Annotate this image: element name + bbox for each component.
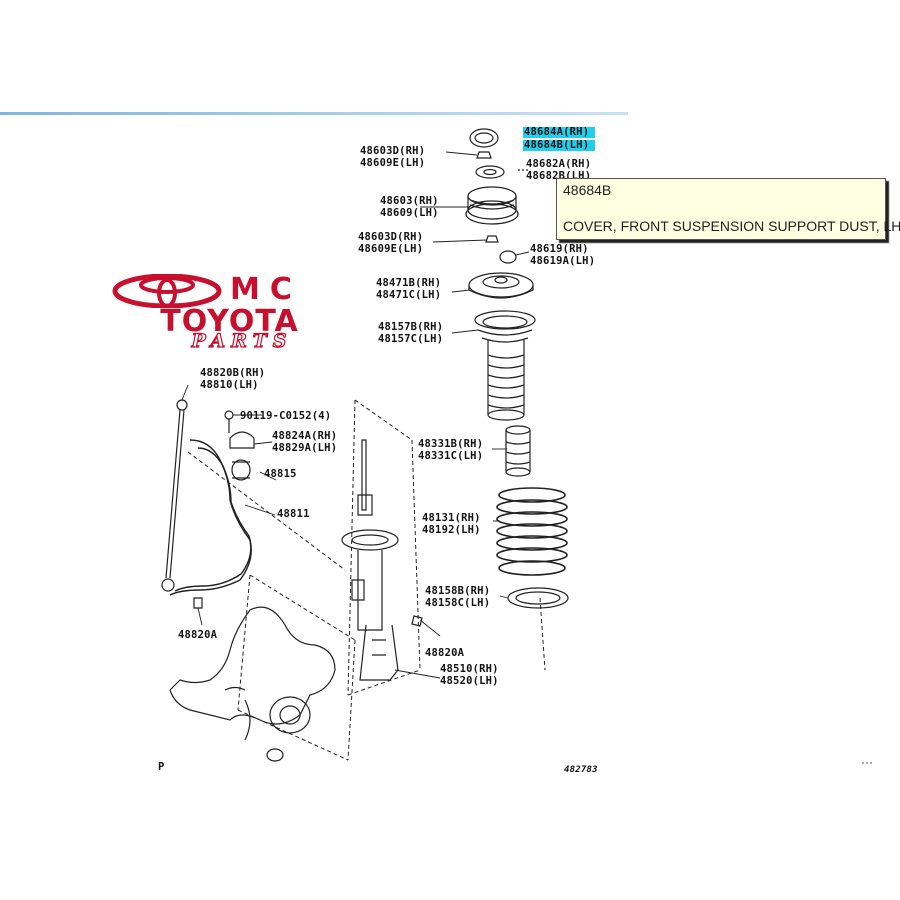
top-divider-line: [0, 112, 628, 115]
label-diagram-code: 482783: [564, 765, 598, 775]
logo-brand-text: TOYOTA: [160, 304, 299, 339]
label-90119[interactable]: 90119-C0152(4): [240, 410, 331, 422]
label-48820A-right[interactable]: 48820A: [425, 647, 465, 659]
tooltip-description: COVER, FRONT SUSPENSION SUPPORT DUST, LH: [563, 218, 900, 234]
label-48158C[interactable]: 48158C(LH): [425, 597, 490, 609]
label-48603[interactable]: 48603(RH): [380, 195, 439, 207]
stabilizer-link-part[interactable]: [161, 399, 188, 592]
steering-knuckle-part[interactable]: [169, 606, 336, 762]
label-48684B[interactable]: 48684B(LH): [524, 139, 589, 151]
label-48820B[interactable]: 48820B(RH): [200, 367, 265, 379]
stabilizer-bushing-part[interactable]: [231, 459, 251, 481]
label-48684A[interactable]: 48684A(RH): [524, 126, 589, 138]
bump-stopper-part[interactable]: [505, 425, 531, 477]
highlight-48684A: [523, 127, 595, 138]
stabilizer-bar-part[interactable]: [169, 439, 252, 596]
label-48811[interactable]: 48811: [277, 508, 310, 520]
label-48820A-left[interactable]: 48820A: [178, 629, 218, 641]
label-48157C[interactable]: 48157C(LH): [378, 333, 443, 345]
small-nut-part[interactable]: [485, 235, 499, 243]
nut-48820a-left-part[interactable]: [193, 597, 203, 609]
mc-toyota-parts-logo: MC TOYOTA PARTS: [112, 272, 347, 354]
label-48331B[interactable]: 48331B(RH): [418, 438, 483, 450]
dust-cover-part[interactable]: [469, 128, 499, 148]
bearing-part[interactable]: [468, 272, 534, 299]
bushing-48619-part[interactable]: [499, 250, 517, 264]
label-48603D-a[interactable]: 48603D(RH): [360, 145, 425, 157]
coil-spring-part[interactable]: [496, 487, 568, 576]
label-48192[interactable]: 48192(LH): [422, 524, 481, 536]
boot-part[interactable]: [474, 310, 536, 421]
label-48603D-b[interactable]: 48603D(RH): [358, 231, 423, 243]
shock-absorber-strut-part[interactable]: [341, 439, 399, 681]
suspension-support-part[interactable]: [465, 186, 519, 225]
stabilizer-bracket-part[interactable]: [229, 431, 255, 449]
highlight-48684B: [523, 140, 595, 151]
label-48471C[interactable]: 48471C(LH): [376, 289, 441, 301]
label-48609E-a[interactable]: 48609E(LH): [360, 157, 425, 169]
label-48815[interactable]: 48815: [264, 468, 297, 480]
label-48331C[interactable]: 48331C(LH): [418, 450, 483, 462]
label-48131[interactable]: 48131(RH): [422, 512, 481, 524]
label-48510[interactable]: 48510(RH): [440, 663, 499, 675]
toyota-emblem-icon: [112, 274, 222, 308]
label-48158B[interactable]: 48158B(RH): [425, 585, 490, 597]
label-48619[interactable]: 48619(RH): [530, 243, 589, 255]
bolt-90119-part[interactable]: [224, 410, 234, 433]
label-48471B[interactable]: 48471B(RH): [376, 277, 441, 289]
label-48824A[interactable]: 48824A(RH): [272, 430, 337, 442]
part-tooltip: 48684B COVER, FRONT SUSPENSION SUPPORT D…: [556, 178, 900, 240]
spring-insulator-part[interactable]: [507, 587, 569, 609]
label-48682A[interactable]: 48682A(RH): [526, 158, 591, 170]
label-48520[interactable]: 48520(LH): [440, 675, 499, 687]
washer-part[interactable]: [475, 165, 505, 179]
nut-48820a-right-part[interactable]: [411, 615, 423, 627]
label-48157B[interactable]: 48157B(RH): [378, 321, 443, 333]
label-48810[interactable]: 48810(LH): [200, 379, 259, 391]
label-48829A[interactable]: 48829A(LH): [272, 442, 337, 454]
nut-part[interactable]: [476, 151, 492, 159]
label-48609[interactable]: 48609(LH): [380, 207, 439, 219]
tooltip-part-number: 48684B: [563, 182, 612, 198]
logo-mark-text: MC: [230, 272, 302, 307]
label-48619A[interactable]: 48619A(LH): [530, 255, 595, 267]
logo-subtitle-text: PARTS: [191, 329, 293, 352]
label-view-letter: P: [158, 761, 165, 773]
label-48609E-b[interactable]: 48609E(LH): [358, 243, 423, 255]
